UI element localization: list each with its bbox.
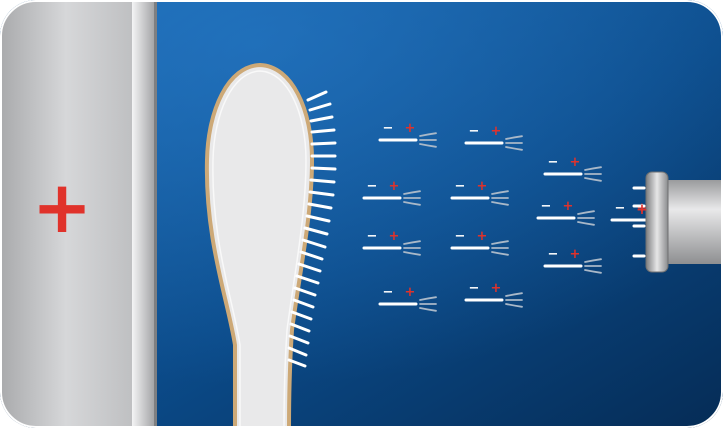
negative-charge-label: − — [383, 121, 394, 136]
positive-charge-label: + — [389, 229, 400, 244]
positive-charge-label: + — [570, 247, 581, 262]
positive-charge-label: + — [389, 179, 400, 194]
positive-charge-label: + — [405, 285, 416, 300]
positive-charge-label: + — [563, 199, 574, 214]
bristle — [312, 143, 335, 144]
plate-plus-sign: + — [32, 165, 92, 249]
bristle — [312, 168, 335, 169]
positive-charge-label: + — [477, 229, 488, 244]
positive-charge-label: + — [570, 155, 581, 170]
positive-plate: + — [0, 0, 157, 428]
positive-charge-label: + — [477, 179, 488, 194]
spray-nozzle: + — [634, 172, 723, 272]
positive-charge-label: + — [491, 281, 502, 296]
negative-charge-label: − — [367, 179, 378, 194]
negative-charge-label: − — [455, 179, 466, 194]
negative-charge-label: − — [367, 229, 378, 244]
negative-charge-label: − — [383, 285, 394, 300]
negative-charge-label: − — [469, 281, 480, 296]
positive-charge-label: + — [405, 121, 416, 136]
negative-charge-label: − — [455, 229, 466, 244]
negative-charge-label: − — [548, 247, 559, 262]
positive-charge-label: + — [491, 124, 502, 139]
bristle — [311, 180, 334, 182]
negative-charge-label: − — [469, 124, 480, 139]
nozzle-plus-sign: + — [636, 202, 648, 218]
bristle — [312, 130, 334, 132]
negative-charge-label: − — [548, 155, 559, 170]
negative-charge-label: − — [541, 199, 552, 214]
negative-charge-label: − — [615, 201, 626, 216]
